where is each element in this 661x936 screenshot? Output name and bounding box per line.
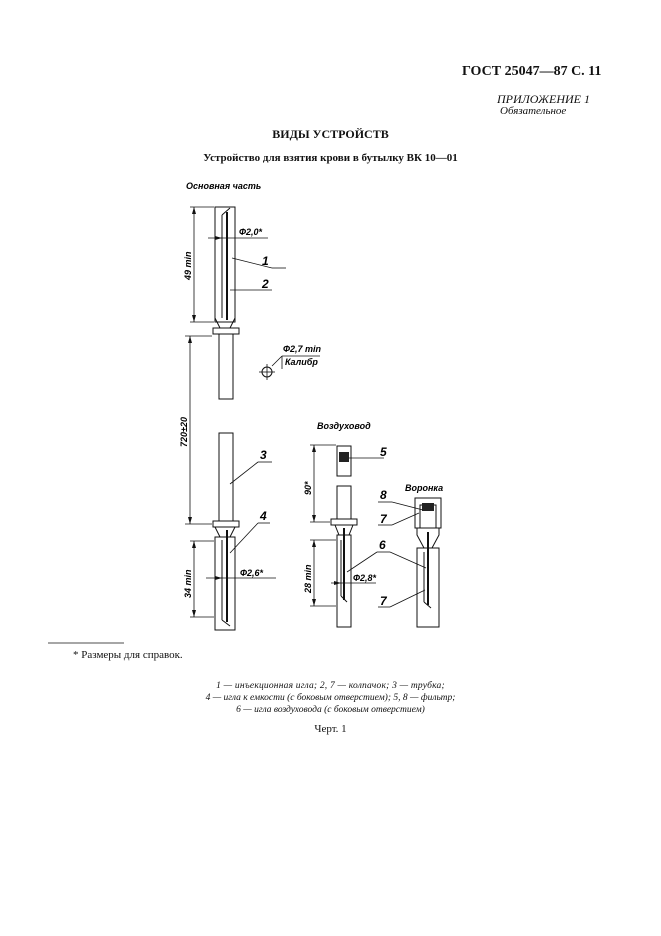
footnote: * Размеры для справок. bbox=[73, 649, 183, 661]
calibre-label: Калибр bbox=[285, 357, 318, 367]
dia-27-calibre: Ф2,7 min Калибр bbox=[259, 344, 322, 380]
device-title: Устройство для взятия крови в бутылку ВК… bbox=[203, 152, 458, 164]
callout-3: 3 bbox=[260, 448, 267, 462]
callout-7-cap: 7 bbox=[380, 512, 388, 526]
main-tube bbox=[218, 333, 234, 522]
dia-28-label: Ф2,8* bbox=[353, 573, 377, 583]
dia-26: Ф2,6* bbox=[206, 568, 276, 580]
dim-34-label: 34 min bbox=[183, 569, 193, 598]
label-air-duct: Воздуховод bbox=[317, 421, 371, 431]
legend-line-3: 6 — игла воздуховода (с боковым отверсти… bbox=[236, 705, 425, 715]
dim-90: 90* bbox=[303, 444, 336, 523]
figure-caption: Черт. 1 bbox=[314, 723, 347, 735]
dim-34: 34 min bbox=[183, 540, 214, 618]
callout-2: 2 bbox=[261, 277, 269, 291]
dia-26-label: Ф2,6* bbox=[240, 568, 264, 578]
legend-line-1: 1 — инъекционная игла; 2, 7 — колпачок; … bbox=[216, 681, 445, 691]
dia-28: Ф2,8* bbox=[331, 573, 377, 585]
callout-4: 4 bbox=[259, 509, 267, 523]
dim-49-label: 49 min bbox=[183, 251, 193, 281]
main-cap bbox=[212, 206, 240, 335]
dim-90-label: 90* bbox=[303, 481, 313, 495]
legend-line-2: 4 — игла к емкости (с боковым отверстием… bbox=[205, 693, 456, 703]
dim-49: 49 min bbox=[183, 206, 214, 323]
dia-20: Ф2,0* bbox=[208, 227, 268, 240]
label-main-part: Основная часть bbox=[186, 181, 261, 191]
label-funnel: Воронка bbox=[405, 483, 443, 493]
dim-28-label: 28 min bbox=[303, 564, 313, 594]
dim-28: 28 min bbox=[303, 539, 336, 607]
funnel-device bbox=[414, 497, 442, 628]
appendix-label: ПРИЛОЖЕНИЕ 1 bbox=[497, 92, 590, 106]
mandatory-label: Обязательное bbox=[500, 105, 567, 117]
dia-20-label: Ф2,0* bbox=[239, 227, 263, 237]
dim-720: 720±20 bbox=[179, 335, 212, 525]
callout-6: 6 bbox=[379, 538, 386, 552]
dia-27-label: Ф2,7 min bbox=[283, 344, 322, 354]
technical-drawing: Основная часть 49 min bbox=[48, 181, 443, 644]
callout-8: 8 bbox=[380, 488, 387, 502]
dim-720-label: 720±20 bbox=[179, 417, 189, 447]
main-needle-assembly bbox=[212, 520, 240, 631]
callout-7-bottom: 7 bbox=[380, 594, 388, 608]
section-title: ВИДЫ УСТРОЙСТВ bbox=[272, 127, 389, 141]
callout-5: 5 bbox=[380, 445, 387, 459]
callout-1: 1 bbox=[262, 254, 269, 268]
gost-number: ГОСТ 25047—87 С. 11 bbox=[462, 64, 602, 79]
air-duct-device bbox=[330, 445, 358, 628]
